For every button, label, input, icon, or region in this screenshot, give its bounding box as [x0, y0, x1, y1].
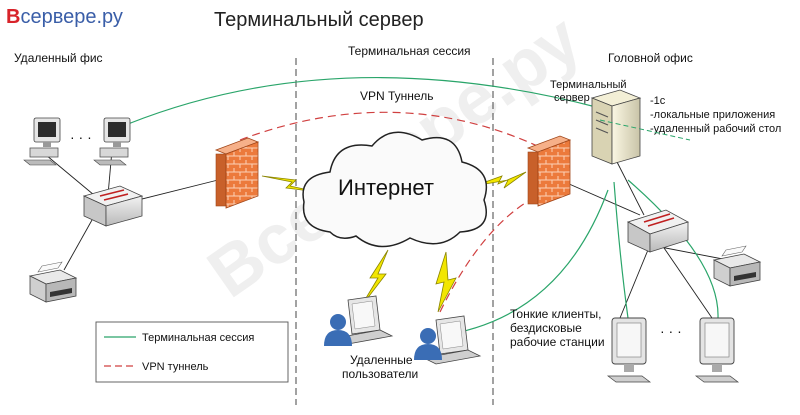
- diagram-title: Терминальный сервер: [214, 9, 424, 31]
- terminal-session-links: [127, 77, 719, 337]
- thin-client-icon: [695, 317, 739, 383]
- legend: Терминальная сессия VPN туннель: [95, 321, 289, 383]
- firewall-left-icon: [214, 137, 260, 209]
- server-feature-remote-desktop: -удаленный рабочий стол: [650, 123, 781, 135]
- legend-label-vpn: VPN туннель: [142, 361, 209, 373]
- site-logo: Всервере.ру: [6, 6, 123, 28]
- legend-label-session: Терминальная сессия: [142, 332, 254, 344]
- svg-text:бездисковые: бездисковые: [510, 321, 582, 335]
- remote-users-label: Удаленные пользователи: [342, 353, 418, 381]
- ellipsis-right: · · ·: [660, 323, 682, 339]
- thin-clients-label: Тонкие клиенты, бездисковые рабочие стан…: [510, 307, 605, 349]
- ellipsis-left: · · ·: [70, 129, 92, 145]
- terminal-server-label: Терминальный сервер: [550, 79, 630, 104]
- server-feature-connector: [599, 119, 691, 141]
- printer-left-icon: [29, 261, 77, 303]
- svg-text:Тонкие клиенты,: Тонкие клиенты,: [510, 307, 602, 321]
- user-avatar-icon: [324, 314, 352, 346]
- svg-text:Удаленные: Удаленные: [350, 353, 413, 367]
- vpn-tunnel-label: VPN Туннель: [360, 89, 433, 103]
- thin-client-icon: [607, 317, 651, 383]
- internet-label: Интернет: [338, 175, 434, 200]
- zone-label-remote-office: Удаленный фис: [14, 51, 103, 65]
- vpn-tunnel-links: [239, 111, 547, 313]
- terminal-server-icon: [590, 89, 642, 165]
- server-feature-local-apps: -локальные приложения: [650, 109, 775, 121]
- legend-box: [95, 321, 289, 383]
- lightning-bolt-right: [473, 171, 527, 189]
- svg-text:пользователи: пользователи: [342, 367, 418, 381]
- lightning-bolt-user2: [435, 251, 457, 313]
- svg-text:рабочие станции: рабочие станции: [510, 335, 605, 349]
- switch-left-icon: [82, 185, 144, 227]
- internet-cloud: Интернет: [302, 131, 488, 248]
- remote-user-1: [324, 295, 394, 346]
- switch-right-icon: [626, 209, 690, 253]
- zone-label-terminal-session: Терминальная сессия: [348, 44, 471, 58]
- server-feature-1c: -1c: [650, 95, 666, 107]
- workstation-icon: [93, 117, 131, 166]
- firewall-right-icon: [526, 135, 572, 207]
- zone-label-head-office: Головной офис: [608, 51, 693, 65]
- server-features-list: -1c -локальные приложения -удаленный раб…: [650, 95, 781, 135]
- network-links: [39, 149, 729, 319]
- remote-user-2: [414, 315, 482, 365]
- workstation-icon: [23, 117, 61, 166]
- printer-right-icon: [713, 245, 761, 287]
